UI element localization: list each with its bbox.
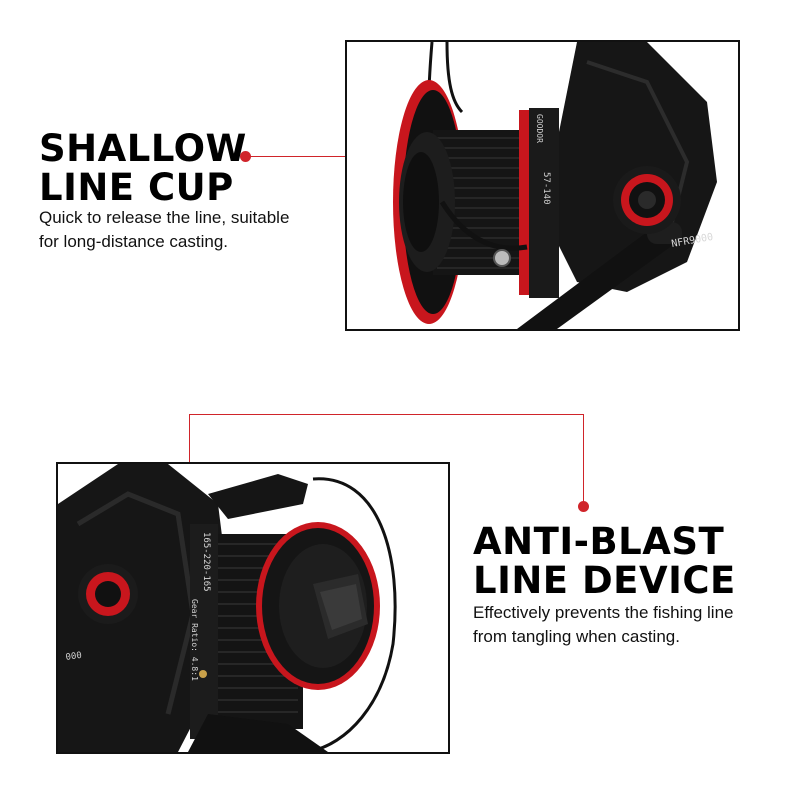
reel-illustration-bottom: 165-220-165 Gear Ratio: 4.8:1 000 <box>58 464 397 752</box>
reel-spool-text-bottom: 165-220-165 <box>201 532 211 592</box>
desc-line-1: Effectively prevents the fishing line <box>473 603 734 622</box>
callout-dot-right <box>578 501 589 512</box>
anti-blast-line-device-description: Effectively prevents the fishing line fr… <box>473 601 734 649</box>
reel-illustration-top: 57-140 GOODOR NFR9000 <box>393 42 717 329</box>
product-photo-bottom: 165-220-165 Gear Ratio: 4.8:1 000 <box>56 462 450 754</box>
title-line-2: LINE DEVICE <box>473 559 736 602</box>
anti-blast-line-device-title: ANTI-BLAST LINE DEVICE <box>473 522 736 600</box>
title-line-2: LINE CUP <box>39 166 234 209</box>
callout-line-vertical-right <box>583 414 584 506</box>
product-photo-top: 57-140 GOODOR NFR9000 <box>345 40 740 331</box>
title-line-1: SHALLOW <box>39 127 247 170</box>
title-line-1: ANTI-BLAST <box>473 520 725 563</box>
desc-line-2: for long-distance casting. <box>39 232 228 251</box>
desc-line-2: from tangling when casting. <box>473 627 680 646</box>
shallow-line-cup-title: SHALLOW LINE CUP <box>39 129 247 207</box>
callout-dot-left <box>240 151 251 162</box>
reel-brand-top: GOODOR <box>535 114 544 143</box>
shallow-line-cup-description: Quick to release the line, suitable for … <box>39 206 289 254</box>
desc-line-1: Quick to release the line, suitable <box>39 208 290 227</box>
reel-gear-text-bottom: Gear Ratio: 4.8:1 <box>190 599 199 681</box>
reel-spool-text-top: 57-140 <box>541 172 551 205</box>
reel-model-bottom: 000 <box>65 651 82 663</box>
callout-line-horizontal <box>189 414 583 415</box>
